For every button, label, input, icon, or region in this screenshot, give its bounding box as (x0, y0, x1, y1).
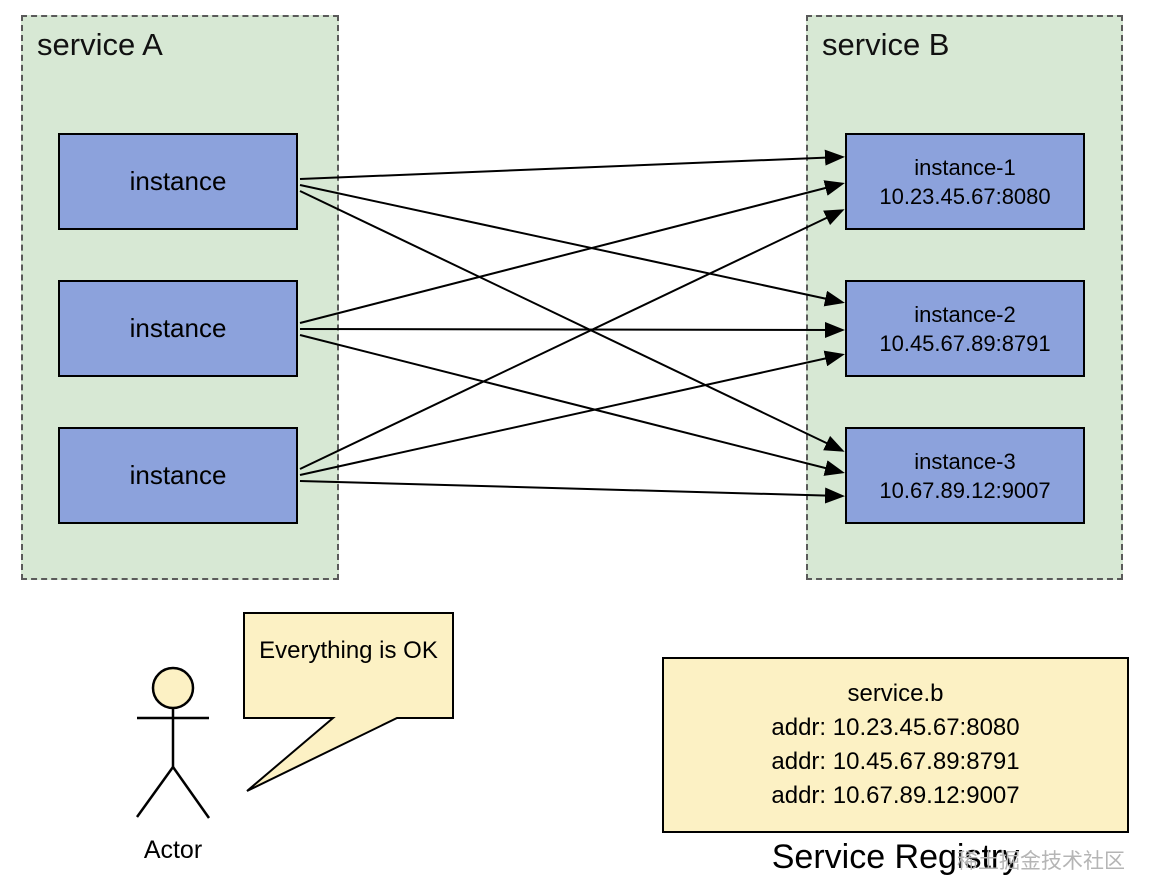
registry-service-name: service.b (847, 680, 944, 707)
instance-label: instance (129, 166, 227, 196)
service-b-title: service B (822, 27, 950, 62)
instance-addr: 10.67.89.12:9007 (879, 477, 1051, 503)
arrow-a3-b1 (299, 209, 845, 470)
service-a-instance-2: instance (58, 280, 298, 377)
actor-figure (135, 666, 211, 819)
speech-bubble-text: Everything is OK (259, 637, 438, 664)
service-b-instance-1: instance-1 10.23.45.67:8080 (845, 133, 1085, 230)
service-a-instance-3: instance (58, 427, 298, 524)
registry-addr-1: addr: 10.23.45.67:8080 (771, 714, 1020, 741)
arrow-a1-b2 (299, 184, 845, 307)
service-b-instance-2: instance-2 10.45.67.89:8791 (845, 280, 1085, 377)
registry-addr-3: addr: 10.67.89.12:9007 (771, 782, 1020, 809)
arrow-a1-b3 (299, 190, 845, 452)
instance-name: instance-2 (914, 301, 1016, 327)
actor-label: Actor (143, 836, 203, 864)
service-a-instance-1: instance (58, 133, 298, 230)
service-registry-caption: Service Registry (771, 838, 1020, 876)
service-a-title: service A (37, 27, 163, 62)
service-b-instance-3: instance-3 10.67.89.12:9007 (845, 427, 1085, 524)
actor-leg-right (171, 766, 211, 819)
registry-addr-2: addr: 10.45.67.89:8791 (771, 748, 1020, 775)
actor-head (151, 666, 195, 710)
arrow-a2-b1 (299, 180, 845, 324)
instance-addr: 10.23.45.67:8080 (879, 183, 1051, 209)
instance-name: instance-1 (914, 154, 1016, 180)
arrow-a2-b3 (299, 334, 845, 476)
arrow-a3-b2 (299, 350, 845, 476)
arrow-a3-b3 (299, 480, 845, 504)
actor-leg-left (135, 766, 175, 818)
arrow-a1-b1 (299, 149, 845, 180)
arrow-a2-b2 (299, 321, 845, 338)
instance-label: instance (129, 313, 227, 343)
watermark-text: 稀土掘金技术社区 (957, 850, 1125, 873)
instance-name: instance-3 (914, 448, 1016, 474)
service-registry-box: service.b addr: 10.23.45.67:8080 addr: 1… (662, 657, 1129, 833)
instance-addr: 10.45.67.89:8791 (879, 330, 1051, 356)
instance-label: instance (129, 460, 227, 490)
